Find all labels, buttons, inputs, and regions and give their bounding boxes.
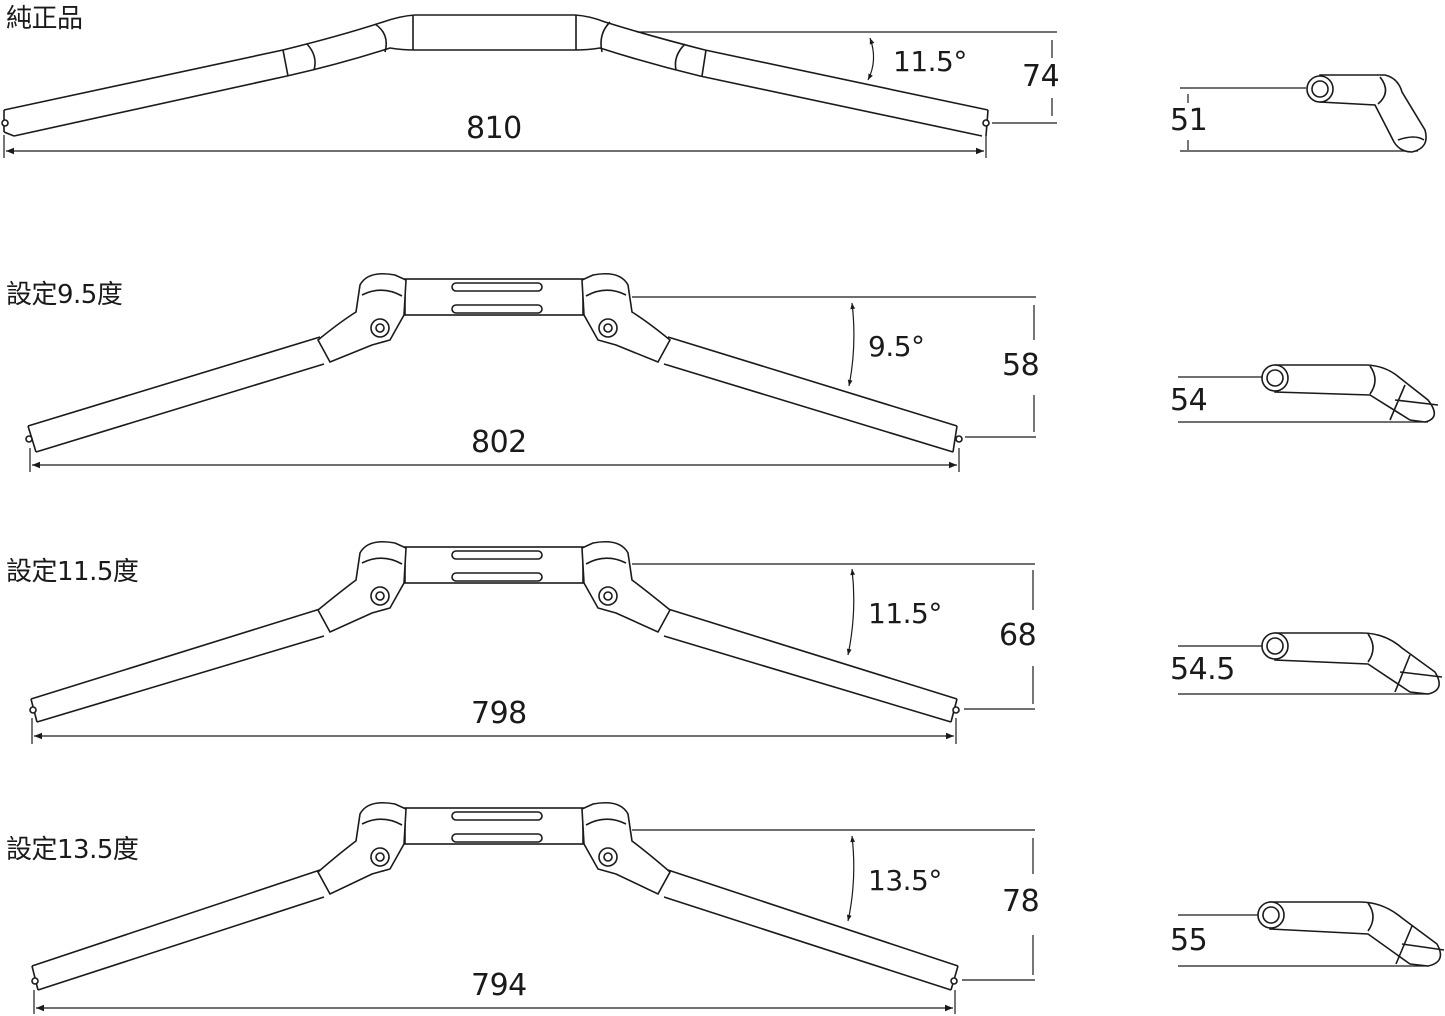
angle-label-set-13-5: 13.5° xyxy=(868,864,942,897)
stock-handlebar-front-view xyxy=(1,14,990,137)
angle-label-set-9-5: 9.5° xyxy=(868,330,925,363)
width-label-set-13-5: 794 xyxy=(471,968,527,1003)
stock-side-view xyxy=(1180,74,1427,153)
set-9-5-side-view xyxy=(1178,364,1439,423)
side-offset-label-set-11-5: 54.5 xyxy=(1170,652,1235,687)
set-11-5-side-view xyxy=(1178,632,1443,695)
width-label-stock: 810 xyxy=(466,111,522,146)
angle-label-set-11-5: 11.5° xyxy=(868,597,942,630)
stock-dimension-lines xyxy=(3,31,1057,158)
rise-label-set-9-5: 58 xyxy=(1002,348,1040,383)
row-title-set-9-5: 設定9.5度 xyxy=(6,280,123,310)
side-offset-label-stock: 51 xyxy=(1170,103,1208,138)
width-label-set-9-5: 802 xyxy=(471,425,527,460)
angle-label-stock: 11.5° xyxy=(893,45,967,78)
rise-label-stock: 74 xyxy=(1022,59,1060,94)
set-11-5-handlebar-front-view xyxy=(29,540,960,723)
rise-label-set-11-5: 68 xyxy=(999,618,1037,653)
row-title-stock: 純正品 xyxy=(6,4,83,34)
width-label-set-11-5: 798 xyxy=(471,696,527,731)
set-13-5-side-view xyxy=(1178,901,1445,967)
set-13-5-handlebar-front-view xyxy=(31,801,959,991)
set-13-5-dimension-lines xyxy=(33,829,1035,1014)
rise-label-set-13-5: 78 xyxy=(1002,884,1040,919)
row-title-set-13-5: 設定13.5度 xyxy=(6,835,139,865)
set-11-5-dimension-lines xyxy=(31,563,1035,744)
set-9-5-handlebar-front-view xyxy=(25,272,963,453)
side-offset-label-set-9-5: 54 xyxy=(1170,383,1208,418)
set-9-5-dimension-lines xyxy=(29,296,1036,472)
side-offset-label-set-13-5: 55 xyxy=(1170,923,1208,958)
row-title-set-11-5: 設定11.5度 xyxy=(6,557,139,587)
